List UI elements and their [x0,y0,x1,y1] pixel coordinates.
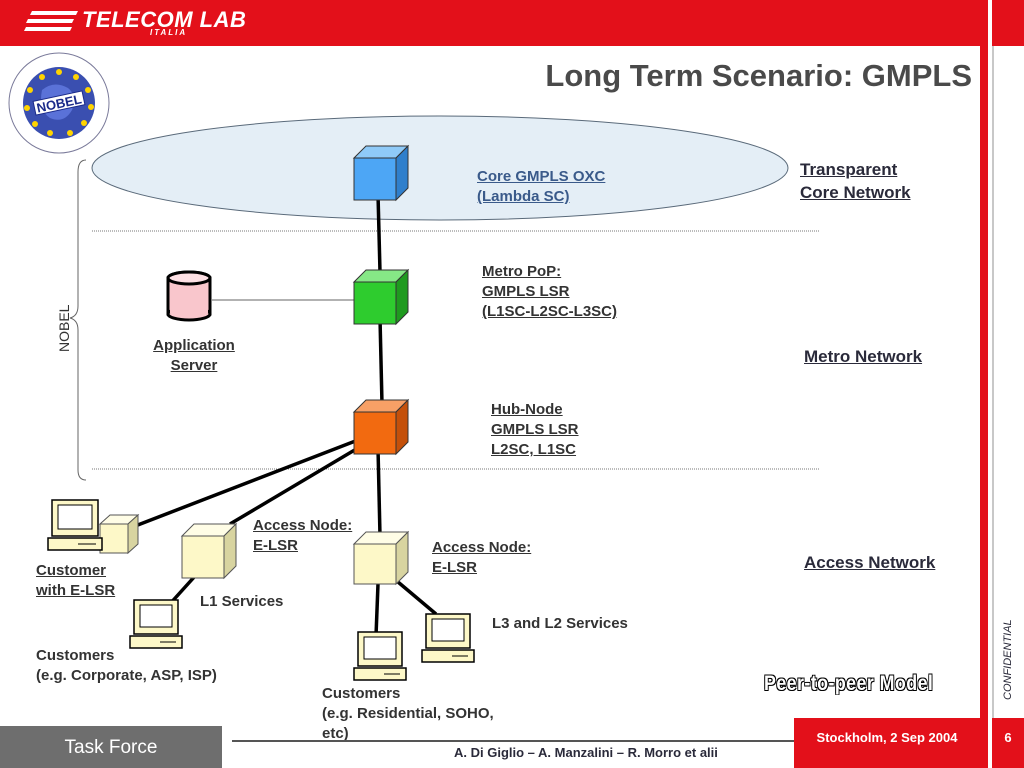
logo-subtext: ITALIA [150,28,188,37]
link-hub-access2 [376,447,382,537]
l1-services-label: L1 Services [200,593,284,610]
computer-icon [353,631,407,681]
access-node-1-label: Access Node:E-LSR [253,517,353,554]
footer-location-date: Stockholm, 2 Sep 2004 [816,730,958,745]
nobel-brace [69,159,87,481]
customers-residential-label: Customers(e.g. Residential, SOHO,etc) [322,685,494,742]
link-hub-customer [129,438,359,530]
header-bar [0,0,980,46]
link-metro-hub [378,317,384,405]
footer-page-bar [992,718,1024,768]
core-oxc-label: Core GMPLS OXC(Lambda SC) [477,168,606,205]
footer-authors: A. Di Giglio – A. Manzalini – R. Morro e… [454,745,718,760]
link-core-metro [376,193,382,273]
nobel-side-label: NOBEL [56,304,72,352]
customer-elsr-box [98,513,140,555]
hub-node [352,398,410,456]
computer-icon [47,499,103,551]
l3l2-services-label: L3 and L2 Services [492,615,628,632]
metro-pop-label: Metro PoP:GMPLS LSR(L1SC-L2SC-L3SC) [482,263,618,320]
telecom-logo-icon [24,11,78,31]
link-access2-customer-b [396,580,438,616]
link-access2-customer-a [374,583,380,637]
access-node-2 [352,530,410,586]
confidential-label: CONFIDENTIAL [1002,619,1014,700]
access-node-2-label: Access Node:E-LSR [432,539,532,576]
link-hub-access1 [229,446,359,526]
footer-divider [232,740,794,742]
access-node-1 [180,522,238,580]
core-oxc-node [352,144,410,202]
right-divider [992,46,994,726]
core-network-ellipse [91,115,789,221]
right-accent-block [992,0,1024,46]
right-accent-gap [988,0,992,768]
page-title: Long Term Scenario: GMPLS [545,58,972,93]
footer-task-force: Task Force [64,737,158,758]
peer-model-label: Peer-to-peer Model [764,672,934,695]
metro-network-label: Metro Network [804,347,923,366]
logo-text: TELECOM LAB [82,7,247,32]
computer-icon [129,599,183,649]
customers-corporate-label: Customers(e.g. Corporate, ASP, ISP) [36,647,217,684]
page-number: 6 [1004,730,1012,745]
footer-location-bar [794,718,980,768]
computer-icon [421,613,475,663]
metro-pop-node [352,268,410,326]
right-accent-bar [980,0,988,768]
footer-task-force-bar [0,726,222,768]
access-network-label: Access Network [804,553,936,572]
nobel-seal-icon: NOBEL [8,52,110,154]
database-icon [166,270,212,322]
